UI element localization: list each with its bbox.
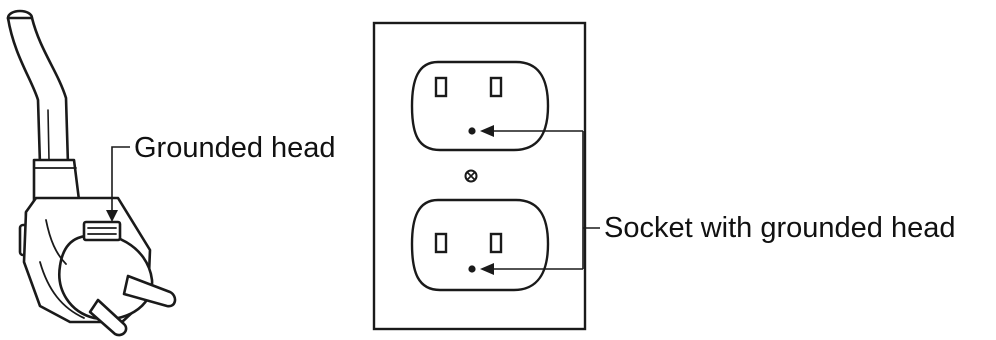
plate-screw-icon xyxy=(464,169,478,183)
lower-ground-hole xyxy=(468,265,476,273)
plug-pin-right xyxy=(122,274,177,308)
upper-slot-right xyxy=(489,76,503,98)
wall-outlet-icon xyxy=(372,21,587,331)
power-plug-icon xyxy=(6,9,177,337)
socket-label-bracket xyxy=(494,130,600,270)
socket-label: Socket with grounded head xyxy=(604,212,956,244)
upper-ground-hole xyxy=(468,127,476,135)
plug-label: Grounded head xyxy=(134,132,336,164)
lower-slot-right xyxy=(489,232,503,254)
lower-ground-arrow xyxy=(480,263,494,275)
upper-slot-left xyxy=(434,76,448,98)
upper-ground-arrow xyxy=(480,125,494,137)
lower-slot-left xyxy=(434,232,448,254)
cord-shading xyxy=(47,109,50,161)
power-cord xyxy=(6,16,70,167)
ground-clip xyxy=(82,220,122,242)
plug-label-pointer xyxy=(106,146,130,222)
lower-receptacle xyxy=(410,198,550,292)
plug-pin-left xyxy=(88,298,128,337)
body-contour-2 xyxy=(45,219,67,265)
upper-receptacle xyxy=(410,60,550,152)
body-contour xyxy=(39,261,85,319)
